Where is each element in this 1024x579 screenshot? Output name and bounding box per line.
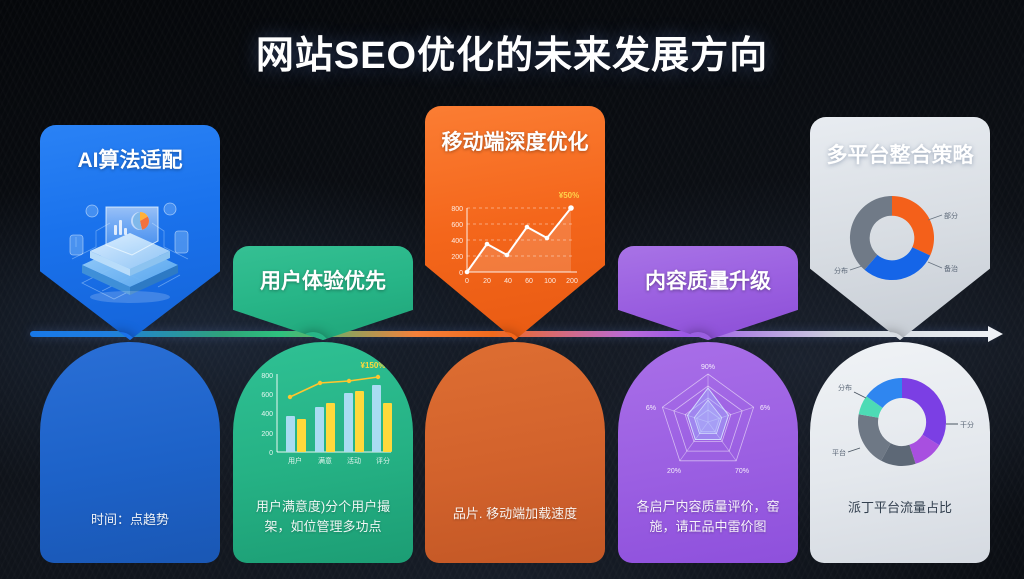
panel-time-trend-caption: 时间：点趋势 <box>90 512 169 527</box>
panel-traffic-share[interactable]: 干分 分布 平台 派丁平台流量占比 <box>810 342 990 563</box>
donut-bottom-label-1: 平台 <box>832 448 846 457</box>
donut-top-label-0: 部分 <box>944 211 958 220</box>
mobile-line-chart: 0 200 400 600 800 0 20 40 60 100 200 ¥50… <box>451 191 579 285</box>
bar-ytick-0: 0 <box>269 450 273 457</box>
radar-label-0: 90% <box>701 364 715 371</box>
traffic-donut-bottom-chart: 干分 分布 平台 <box>832 378 974 466</box>
xchart-tick-1: 20 <box>483 278 491 285</box>
card-multi-platform[interactable]: 多平台整合策略 部分 备治 分布 <box>810 117 990 340</box>
timeline-arrow-icon <box>988 326 1003 342</box>
mobile-chart-annotation: ¥50% <box>559 191 579 200</box>
bar-cat-1: 满意 <box>318 456 332 465</box>
radar-label-1: 6% <box>760 405 770 412</box>
timeline-node-2[interactable] <box>296 332 330 340</box>
xchart-tick-5: 200 <box>566 278 578 285</box>
card-content-quality[interactable]: 内容质量升级 <box>618 246 798 340</box>
ychart-tick-3: 600 <box>451 222 463 229</box>
content-radar-chart: 90% 6% 70% 20% 6% <box>646 364 770 475</box>
donut-top-label-2: 分布 <box>834 266 848 275</box>
bar-ytick-1: 200 <box>261 431 273 438</box>
card-ai-algorithm[interactable]: AI算法适配 <box>40 125 220 340</box>
ychart-tick-2: 400 <box>451 238 463 245</box>
xchart-tick-3: 60 <box>525 278 533 285</box>
card-mobile-optimization[interactable]: 移动端深度优化 0 200 400 600 800 0 20 40 <box>425 106 605 340</box>
card-content-quality-title: 内容质量升级 <box>645 270 771 293</box>
bar-ytick-3: 600 <box>261 392 273 399</box>
panel-satisfaction-caption: 用户满意度)分个用户撮架，如位管理多功点 <box>255 499 391 534</box>
radar-label-4: 6% <box>646 405 656 412</box>
ychart-tick-1: 200 <box>451 254 463 261</box>
panel-traffic-share-caption: 派丁平台流量占比 <box>847 500 952 515</box>
xchart-tick-0: 0 <box>465 278 469 285</box>
ai-tech-illustration <box>69 202 189 303</box>
panel-load-speed-caption: 品片. 移动端加载速度 <box>452 506 578 521</box>
bar-ytick-4: 800 <box>261 373 273 380</box>
xchart-tick-4: 100 <box>544 278 556 285</box>
bar-cat-0: 用户 <box>288 456 302 465</box>
panel-content-eval[interactable]: 90% 6% 70% 20% 6% 各启尸内容质量评价，窑施，请正品中雷价图 <box>618 342 798 563</box>
panel-content-eval-caption: 各启尸内容质量评价，窑施，请正品中雷价图 <box>636 499 780 534</box>
xchart-tick-2: 40 <box>504 278 512 285</box>
bar-cat-3: 评分 <box>376 456 390 465</box>
donut-bottom-label-2: 分布 <box>838 383 852 392</box>
radar-label-3: 20% <box>667 468 681 475</box>
radar-label-2: 70% <box>735 468 749 475</box>
donut-bottom-label-0: 干分 <box>960 420 974 429</box>
bar-ytick-2: 400 <box>261 411 273 418</box>
card-user-experience-title: 用户体验优先 <box>260 270 386 293</box>
card-mobile-optimization-title: 移动端深度优化 <box>441 131 589 154</box>
card-user-experience[interactable]: 用户体验优先 <box>233 246 413 340</box>
ychart-tick-4: 800 <box>451 206 463 213</box>
satisfaction-bar-chart: 0 200 400 600 800 用户 满意 <box>261 361 392 465</box>
satisfaction-chart-annotation: ¥150% <box>361 361 386 370</box>
panel-load-speed[interactable]: 品片. 移动端加载速度 <box>425 342 605 563</box>
panel-satisfaction[interactable]: 0 200 400 600 800 用户 满意 <box>233 342 413 563</box>
page-title: 网站SEO优化的未来发展方向 <box>255 35 769 77</box>
card-multi-platform-title: 多平台整合策略 <box>826 144 974 167</box>
timeline-node-4[interactable] <box>681 332 715 340</box>
panel-time-trend[interactable]: 时间：点趋势 <box>40 342 220 563</box>
donut-top-label-1: 备治 <box>944 264 958 273</box>
ychart-tick-0: 0 <box>459 270 463 277</box>
bar-cat-2: 活动 <box>347 456 361 465</box>
platform-donut-top-chart: 部分 备治 分布 <box>834 195 958 281</box>
card-ai-algorithm-title: AI算法适配 <box>77 149 183 172</box>
